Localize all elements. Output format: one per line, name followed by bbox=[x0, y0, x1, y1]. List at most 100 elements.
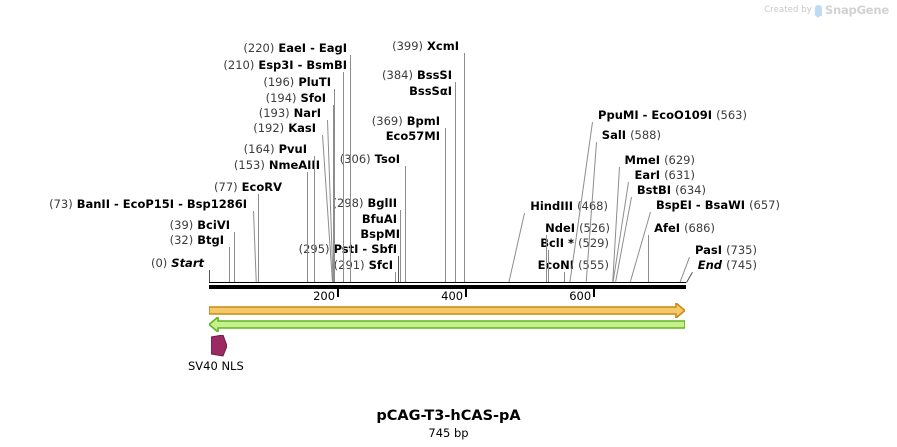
ruler-tick-label: 600 bbox=[569, 289, 592, 303]
enzyme-label[interactable]: NdeI (526) bbox=[545, 222, 610, 234]
enzyme-label[interactable]: (369) BpmI bbox=[372, 115, 440, 127]
enzyme-name: KasI bbox=[288, 121, 316, 135]
enzyme-name: NmeAIII bbox=[268, 158, 320, 172]
enzyme-name: EcoNI bbox=[537, 258, 575, 272]
enzyme-name: BstBI bbox=[636, 183, 672, 197]
snapgene-watermark: Created by SnapGene bbox=[764, 3, 889, 18]
reverse-orf-arrow[interactable] bbox=[207, 315, 686, 334]
enzyme-separator: - bbox=[358, 242, 372, 256]
enzyme-leader-line bbox=[399, 210, 401, 282]
enzyme-name: BsmBI bbox=[306, 58, 347, 72]
enzyme-name: BsaWI bbox=[704, 198, 746, 212]
enzyme-label[interactable]: (291) SfcI bbox=[334, 259, 393, 271]
enzyme-name: SfcI bbox=[368, 258, 393, 272]
enzyme-leader-line bbox=[258, 194, 260, 282]
enzyme-label[interactable]: (399) XcmI bbox=[392, 40, 459, 52]
enzyme-label[interactable]: AfeI (686) bbox=[654, 222, 715, 234]
enzyme-separator: - bbox=[110, 197, 123, 211]
enzyme-label[interactable]: MmeI (629) bbox=[625, 154, 695, 166]
enzyme-label[interactable]: End (745) bbox=[698, 259, 757, 271]
enzyme-position: (468) bbox=[577, 199, 608, 213]
enzyme-label[interactable]: (164) PvuI bbox=[244, 143, 307, 155]
enzyme-label[interactable]: (220) EaeI - EagI bbox=[243, 42, 347, 54]
enzyme-label[interactable]: (193) NarI bbox=[259, 107, 321, 119]
enzyme-label[interactable]: (210) Esp3I - BsmBI bbox=[223, 59, 347, 71]
enzyme-label[interactable]: (73) BanII - EcoP15I - Bsp1286I bbox=[49, 198, 247, 210]
enzyme-leader-line bbox=[209, 270, 210, 282]
enzyme-position: (153) bbox=[233, 158, 265, 172]
enzyme-position: (291) bbox=[334, 258, 365, 272]
enzyme-label[interactable]: (0) Start bbox=[151, 257, 204, 269]
ruler-tick-mark bbox=[465, 289, 468, 297]
sv40-nls-arrow[interactable] bbox=[210, 334, 228, 361]
enzyme-position: (193) bbox=[258, 106, 290, 120]
enzyme-name: BpmI bbox=[406, 114, 440, 128]
enzyme-label[interactable]: PasI (735) bbox=[695, 244, 757, 256]
enzyme-leader-line bbox=[445, 143, 447, 282]
enzyme-label[interactable]: BssSαI bbox=[409, 85, 452, 97]
enzyme-position: (210) bbox=[223, 58, 255, 72]
enzyme-name: BspEI bbox=[655, 198, 692, 212]
enzyme-label[interactable]: BspMI bbox=[360, 228, 400, 240]
enzyme-position: (686) bbox=[684, 221, 715, 235]
enzyme-label[interactable]: BstBI (634) bbox=[637, 184, 706, 196]
enzyme-label[interactable]: (196) PluTI bbox=[263, 76, 331, 88]
enzyme-label[interactable]: (194) SfoI bbox=[266, 92, 326, 104]
enzyme-position: (629) bbox=[664, 153, 695, 167]
enzyme-leader-line bbox=[253, 210, 257, 282]
enzyme-label[interactable]: BspEI - BsaWI (657) bbox=[656, 199, 780, 211]
enzyme-leader-line bbox=[564, 272, 566, 282]
enzyme-label[interactable]: (32) BtgI bbox=[170, 234, 224, 246]
watermark-brand-label: SnapGene bbox=[824, 3, 889, 17]
enzyme-name: Start bbox=[171, 256, 204, 270]
enzyme-position: (555) bbox=[578, 258, 609, 272]
enzyme-leader-line bbox=[547, 250, 549, 282]
enzyme-name: NarI bbox=[293, 106, 321, 120]
enzyme-label[interactable]: (77) EcoRV bbox=[214, 181, 282, 193]
enzyme-leader-line bbox=[397, 256, 399, 282]
enzyme-label[interactable]: (153) NmeAIII bbox=[234, 159, 320, 171]
enzyme-separator: - bbox=[691, 198, 705, 212]
enzyme-label[interactable]: (39) BciVI bbox=[170, 219, 230, 231]
enzyme-name: BssSαI bbox=[409, 84, 452, 98]
enzyme-position: (634) bbox=[675, 183, 706, 197]
enzyme-leader-line bbox=[648, 235, 650, 282]
enzyme-name: Bsp1286I bbox=[186, 197, 247, 211]
enzyme-separator: - bbox=[174, 197, 187, 211]
enzyme-label[interactable]: BfuAI bbox=[362, 213, 397, 225]
forward-orf-arrow[interactable] bbox=[208, 301, 687, 320]
enzyme-name: End bbox=[697, 258, 723, 272]
enzyme-name: PstI bbox=[333, 242, 359, 256]
enzyme-position: (192) bbox=[253, 121, 285, 135]
enzyme-name: BtgI bbox=[197, 233, 224, 247]
enzyme-leader-line bbox=[686, 272, 693, 283]
enzyme-separator: - bbox=[293, 58, 307, 72]
enzyme-name: BglII bbox=[367, 196, 398, 210]
enzyme-separator: - bbox=[306, 41, 319, 55]
enzyme-label[interactable]: Eco57MI bbox=[386, 130, 440, 142]
enzyme-leader-line bbox=[334, 89, 336, 282]
enzyme-separator: - bbox=[638, 108, 652, 122]
enzyme-position: (220) bbox=[243, 41, 275, 55]
enzyme-position: (298) bbox=[332, 196, 364, 210]
enzyme-leader-line bbox=[400, 241, 402, 282]
enzyme-leader-line bbox=[404, 166, 406, 282]
enzyme-position: (39) bbox=[169, 218, 194, 232]
enzyme-name: EagI bbox=[318, 41, 347, 55]
enzyme-label[interactable]: SalI (588) bbox=[602, 129, 661, 141]
enzyme-label[interactable]: BclI * (529) bbox=[540, 237, 609, 249]
enzyme-label[interactable]: (306) TsoI bbox=[340, 153, 400, 165]
enzyme-position: (194) bbox=[265, 91, 297, 105]
enzyme-label[interactable]: (192) KasI bbox=[253, 122, 316, 134]
enzyme-label[interactable]: HindIII (468) bbox=[530, 200, 608, 212]
enzyme-name: Esp3I bbox=[258, 58, 294, 72]
enzyme-name: EcoP15I bbox=[122, 197, 175, 211]
ruler-tick-mark bbox=[337, 289, 340, 297]
enzyme-label[interactable]: (298) BglII bbox=[333, 197, 397, 209]
enzyme-label[interactable]: PpuMI - EcoO109I (563) bbox=[598, 109, 747, 121]
enzyme-name: TsoI bbox=[374, 152, 400, 166]
enzyme-position: (631) bbox=[664, 168, 695, 182]
enzyme-label[interactable]: (384) BssSI bbox=[382, 69, 452, 81]
enzyme-name: EcoO109I bbox=[651, 108, 713, 122]
enzyme-label[interactable]: EarI (631) bbox=[634, 169, 695, 181]
